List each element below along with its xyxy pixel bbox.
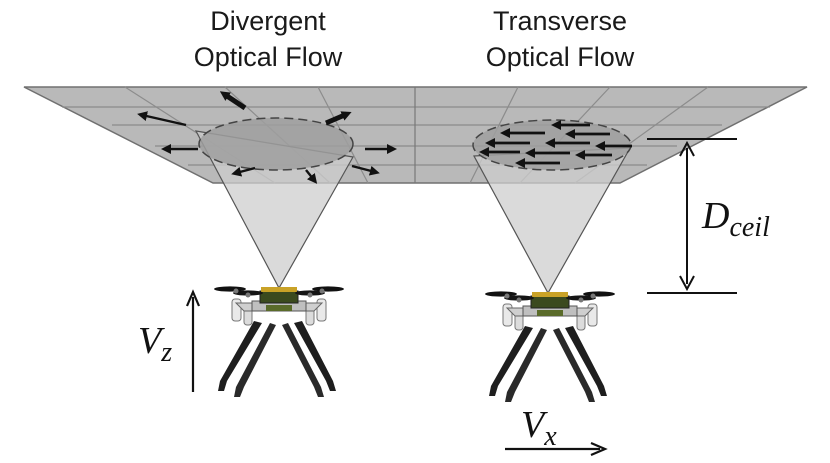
left-field-of-view bbox=[194, 117, 354, 290]
right-quadcopter-drone-icon bbox=[485, 290, 615, 403]
svg-text:Optical Flow: Optical Flow bbox=[194, 42, 343, 72]
arrow-icon bbox=[137, 111, 187, 127]
svg-text:Optical Flow: Optical Flow bbox=[486, 42, 635, 72]
arrow-icon bbox=[325, 111, 352, 126]
vertical-velocity-arrow bbox=[185, 289, 201, 392]
arrow-icon bbox=[351, 164, 380, 176]
vertical-velocity-label: Vz bbox=[138, 320, 172, 368]
ceiling-distance-label: Dceil bbox=[701, 195, 770, 243]
svg-text:Transverse: Transverse bbox=[493, 6, 627, 36]
left-footprint-ellipse bbox=[198, 117, 354, 171]
divergent-flow-arrows bbox=[137, 91, 397, 184]
transverse-flow-arrows bbox=[479, 120, 632, 168]
divergent-caption: Divergent Optical Flow bbox=[194, 6, 343, 72]
arrow-icon bbox=[231, 166, 256, 177]
arrow-icon bbox=[305, 169, 318, 184]
transverse-caption: Transverse Optical Flow bbox=[486, 6, 635, 72]
ceiling-plane bbox=[23, 86, 808, 184]
arrow-icon bbox=[219, 91, 247, 111]
horizontal-velocity-label: Vx bbox=[521, 404, 557, 452]
svg-text:Divergent: Divergent bbox=[210, 6, 326, 36]
left-quadcopter-drone-icon bbox=[214, 285, 344, 398]
ceiling-distance-indicator bbox=[647, 138, 737, 294]
horizontal-velocity-arrow bbox=[505, 441, 608, 457]
